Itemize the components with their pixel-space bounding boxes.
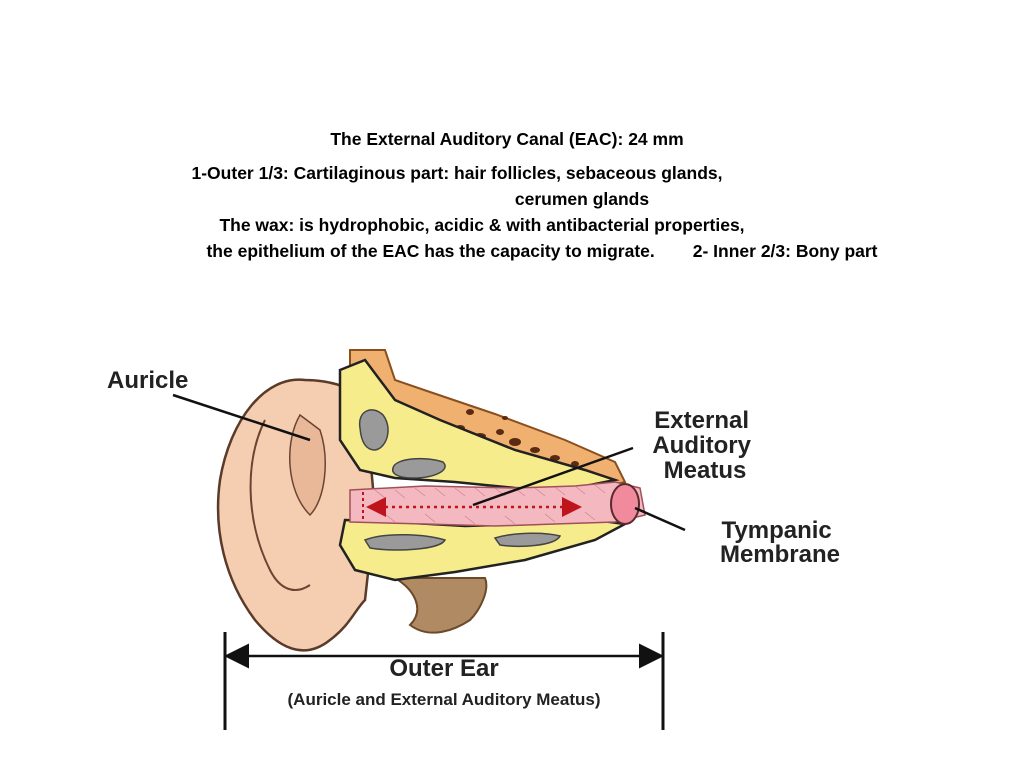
label-tympanic-line-2: Membrane [720, 541, 840, 568]
slide-text-block: The External Auditory Canal (EAC): 24 mm… [0, 126, 1024, 264]
text-line-wax: The wax: is hydrophobic, acidic & with a… [219, 215, 745, 235]
text-epithelium: the epithelium of the EAC has the capaci… [206, 241, 655, 261]
label-meatus-line-3: Meatus [664, 457, 747, 484]
label-auricle: Auricle [107, 367, 188, 394]
ear-canal [349, 481, 646, 527]
text-line-outer-third: 1-Outer 1/3: Cartilaginous part: hair fo… [191, 163, 723, 183]
label-outer-ear-caption: (Auricle and External Auditory Meatus) [288, 690, 601, 709]
auricle-concha [289, 413, 326, 517]
tympanic-membrane-shape [610, 483, 640, 525]
text-line-cerumen: cerumen glands [514, 189, 650, 209]
auricle-leader-line [172, 393, 311, 442]
auricle-fold [249, 419, 311, 591]
label-meatus-line-2: Auditory [652, 432, 751, 459]
ear-anatomy-diagram: Auricle External Auditory Meatus Tympani… [107, 349, 840, 730]
label-outer-ear: Outer Ear [389, 655, 498, 682]
text-inner-bony-part: 2- Inner 2/3: Bony part [692, 241, 878, 261]
tympanic-leader-line [634, 506, 686, 532]
meatus-leader-line [472, 446, 634, 507]
text-line-epithelium-and-inner: the epithelium of the EAC has the capaci… [0, 238, 1024, 264]
label-external-auditory-meatus: External Auditory Meatus [652, 407, 757, 484]
slide-title: The External Auditory Canal (EAC): 24 mm [330, 129, 684, 149]
air-cells [358, 409, 562, 551]
label-meatus-line-1: External [654, 407, 749, 434]
label-tympanic-line-1: Tympanic [722, 517, 832, 544]
label-tympanic-membrane: Tympanic Membrane [720, 517, 840, 568]
lower-tissue [391, 577, 488, 634]
